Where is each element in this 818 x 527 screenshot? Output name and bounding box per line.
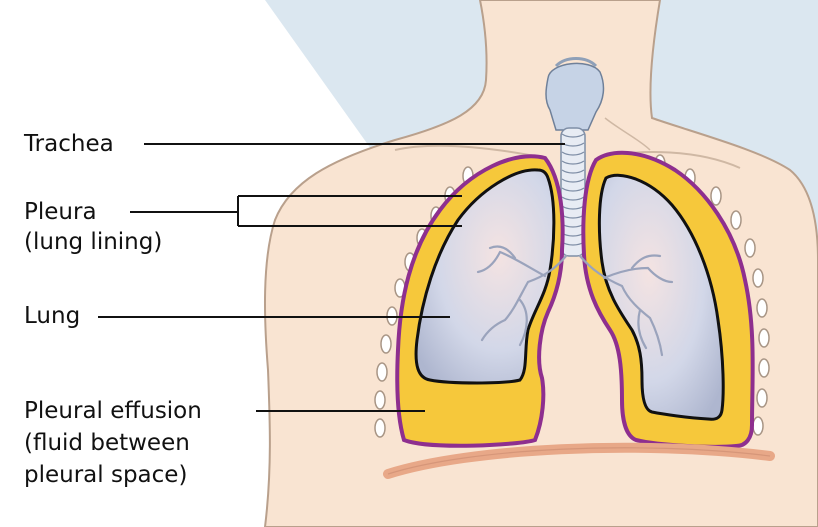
rib-segment [759, 359, 769, 377]
rib-segment [375, 419, 385, 437]
rib-segment [753, 269, 763, 287]
rib-segment [745, 239, 755, 257]
effusion-sublabel-1: (fluid between [24, 427, 190, 459]
trachea-label: Trachea [24, 128, 114, 160]
rib-segment [731, 211, 741, 229]
effusion-sublabel-2: pleural space) [24, 459, 187, 491]
rib-segment [381, 335, 391, 353]
rib-segment [711, 187, 721, 205]
rib-segment [759, 329, 769, 347]
lung-label: Lung [24, 300, 80, 332]
pleura-label: Pleura [24, 196, 97, 228]
rib-segment [757, 299, 767, 317]
pleura-sublabel: (lung lining) [24, 226, 162, 258]
effusion-label: Pleural effusion [24, 395, 202, 427]
rib-segment [377, 363, 387, 381]
rib-segment [375, 391, 385, 409]
rib-segment [753, 417, 763, 435]
rib-segment [757, 389, 767, 407]
